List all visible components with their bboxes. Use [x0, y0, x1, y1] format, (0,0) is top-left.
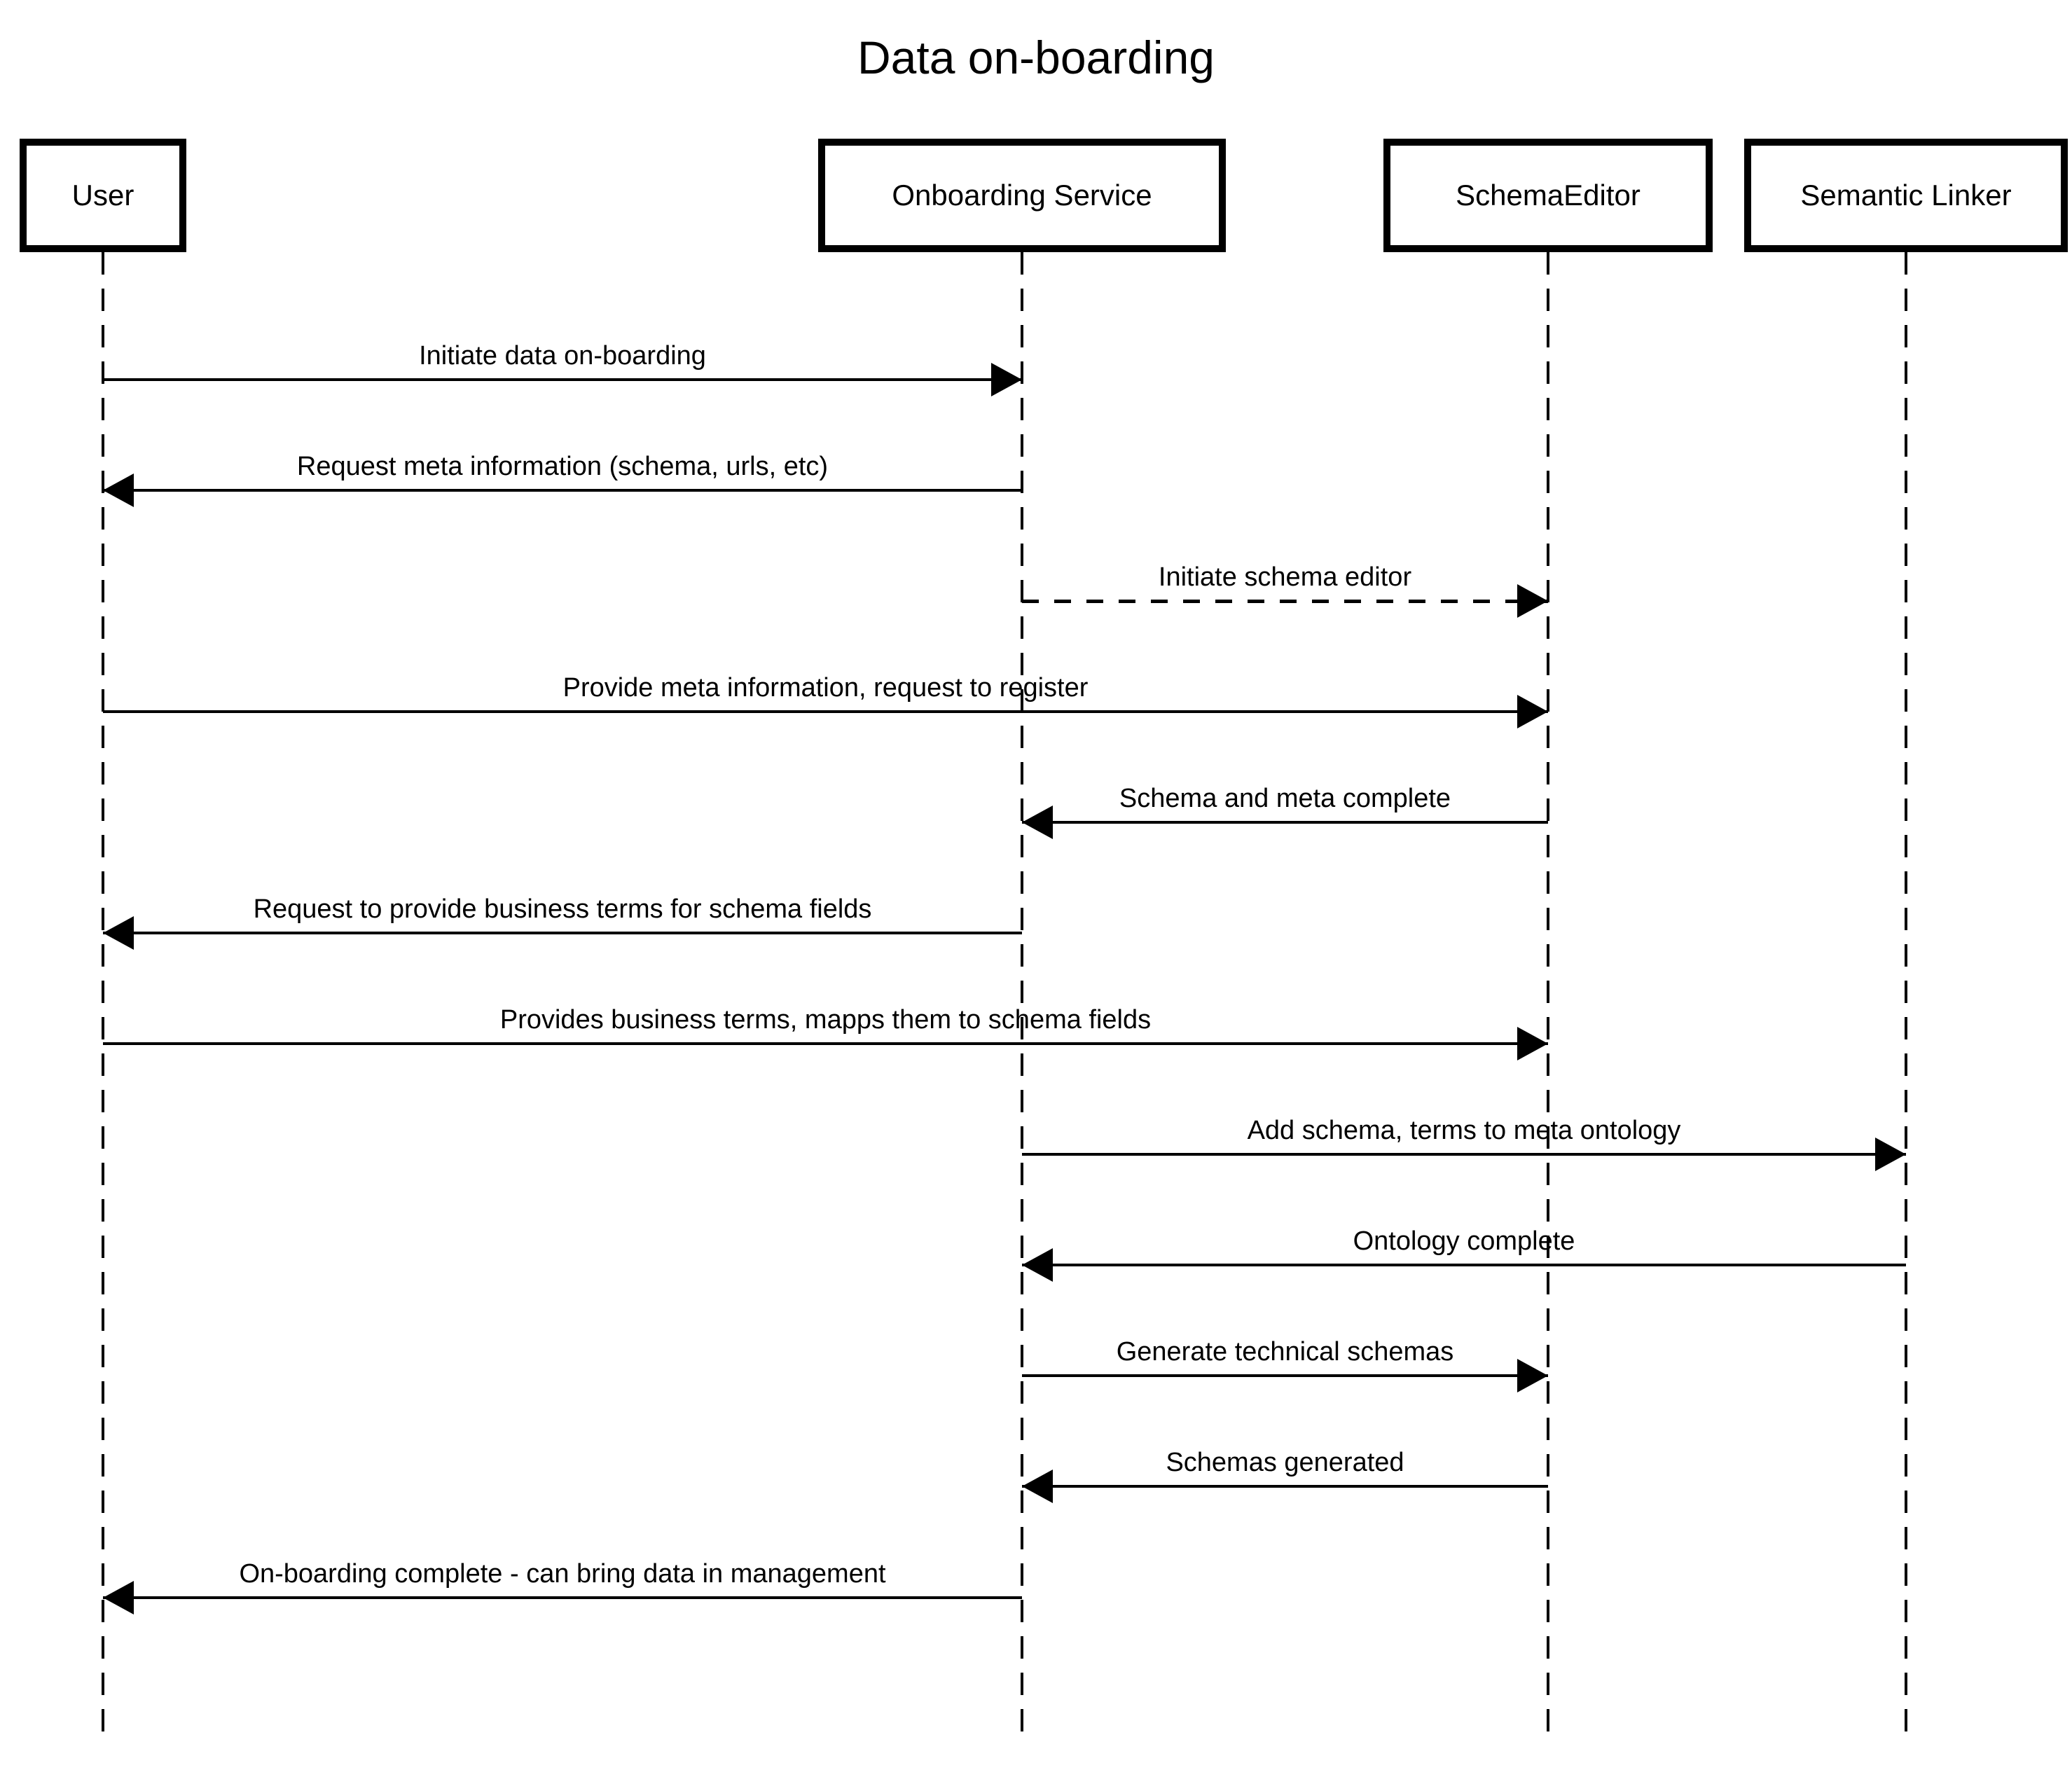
message-line [1022, 821, 1548, 824]
message-label: Provides business terms, mapps them to s… [499, 1005, 1152, 1035]
message-label: Initiate schema editor [1158, 562, 1412, 592]
message-label: Add schema, terms to meta ontology [1247, 1116, 1681, 1145]
arrowhead-left-icon [103, 1581, 134, 1614]
message-line [1022, 1374, 1548, 1377]
message-line [103, 378, 1022, 381]
message-label: Schema and meta complete [1119, 784, 1451, 813]
message-label: Schemas generated [1166, 1448, 1404, 1477]
arrowhead-right-icon [1517, 584, 1548, 618]
actor-semantic-linker-label: Semantic Linker [1800, 179, 2012, 212]
actor-onboarding-service-label: Onboarding Service [892, 179, 1152, 212]
message-label: Ontology complete [1353, 1226, 1575, 1256]
message-line [1022, 1485, 1548, 1488]
actor-schema-editor-label: SchemaEditor [1456, 179, 1641, 212]
arrowhead-left-icon [103, 473, 134, 507]
lifeline-user [102, 252, 104, 1737]
message-line [103, 710, 1548, 713]
lifeline-semantic-linker [1905, 252, 1907, 1737]
arrowhead-left-icon [1022, 805, 1053, 839]
lifeline-onboarding-service [1021, 252, 1023, 1737]
arrowhead-right-icon [1517, 695, 1548, 728]
arrowhead-right-icon [1517, 1359, 1548, 1392]
message-label: Initiate data on-boarding [419, 341, 706, 371]
message-label: Request meta information (schema, urls, … [296, 452, 829, 481]
message-label: On-boarding complete - can bring data in… [239, 1559, 886, 1589]
message-label: Provide meta information, request to reg… [562, 673, 1089, 703]
arrowhead-right-icon [1875, 1138, 1906, 1171]
actor-semantic-linker: Semantic Linker [1744, 139, 2068, 252]
diagram-title: Data on-boarding [857, 32, 1215, 83]
message-label: Generate technical schemas [1116, 1337, 1454, 1367]
message-line-dashed [1022, 600, 1548, 603]
actor-schema-editor: SchemaEditor [1383, 139, 1713, 252]
message-line [1022, 1153, 1906, 1156]
message-line [103, 932, 1022, 934]
arrowhead-left-icon [1022, 1248, 1053, 1282]
arrowhead-right-icon [991, 363, 1022, 396]
message-label: Request to provide business terms for sc… [253, 894, 872, 924]
message-line [1022, 1264, 1906, 1266]
actor-user-label: User [71, 179, 134, 212]
message-line [103, 1042, 1548, 1045]
lifeline-schema-editor [1547, 252, 1549, 1737]
actor-user: User [20, 139, 186, 252]
arrowhead-right-icon [1517, 1027, 1548, 1060]
message-line [103, 1596, 1022, 1599]
arrowhead-left-icon [1022, 1470, 1053, 1503]
arrowhead-left-icon [103, 916, 134, 950]
message-line [103, 489, 1022, 492]
actor-onboarding-service: Onboarding Service [818, 139, 1226, 252]
